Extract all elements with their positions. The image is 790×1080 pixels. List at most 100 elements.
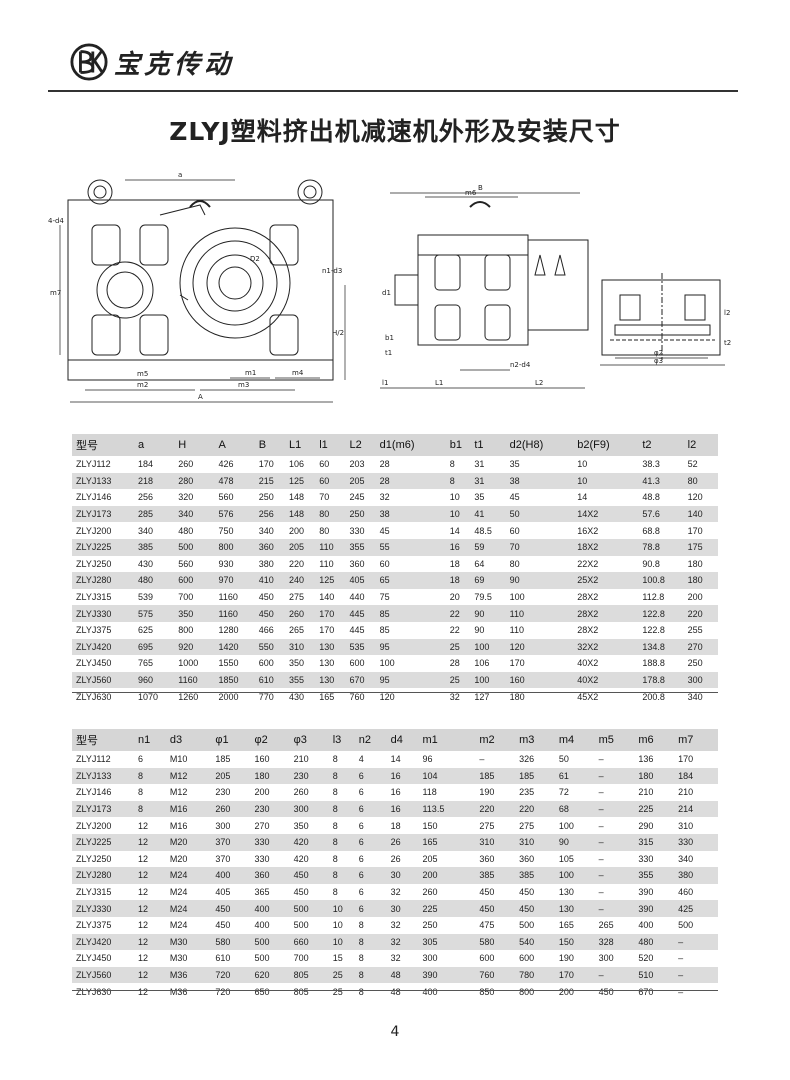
value-cell: 250 — [422, 920, 438, 931]
value-cell: 225 — [422, 900, 480, 917]
value-cell: 650 — [254, 986, 270, 997]
value-cell: 275 — [479, 820, 495, 831]
value-cell: 180 — [509, 691, 525, 702]
value-cell: 450 — [519, 900, 559, 917]
value-cell: 330 — [678, 833, 718, 851]
value-cell: 175 — [687, 538, 718, 556]
table-2-bottom-rule — [72, 990, 718, 991]
value-cell: – — [598, 800, 639, 818]
label-B: B — [478, 184, 483, 192]
value-cell: 270 — [687, 638, 718, 656]
value-cell: 188.8 — [642, 658, 665, 669]
value-cell: 32 — [449, 691, 460, 702]
col-header: 型号 — [72, 729, 138, 751]
value-cell: 10 — [332, 920, 343, 931]
value-cell: – — [598, 787, 604, 798]
value-cell: 110 — [319, 558, 334, 569]
value-cell: 127 — [474, 691, 490, 702]
value-cell: 85 — [379, 605, 450, 622]
value-cell: 805 — [293, 986, 309, 997]
value-cell: 8 — [358, 986, 364, 997]
value-cell: 10 — [449, 505, 475, 523]
value-cell: 390 — [422, 966, 480, 984]
value-cell: 125 — [319, 572, 350, 589]
value-cell: 185 — [479, 767, 520, 785]
value-cell: 6 — [358, 867, 391, 884]
value-cell: 720 — [215, 966, 255, 984]
value-cell: 22 — [449, 625, 460, 636]
value-cell: 160 — [509, 671, 578, 689]
model-cell: ZLYJ200 — [76, 525, 112, 536]
value-cell: 670 — [638, 986, 654, 997]
value-cell: 576 — [218, 505, 259, 523]
value-cell: 400 — [254, 900, 294, 917]
col-header: L2 — [349, 434, 380, 456]
model-cell: ZLYJ420 — [72, 933, 138, 951]
value-cell: 85 — [379, 625, 390, 636]
value-cell: 445 — [349, 605, 380, 622]
value-cell: 12 — [138, 966, 170, 984]
value-cell: 770 — [258, 691, 274, 702]
value-cell: 300 — [293, 800, 333, 818]
value-cell: 16 — [390, 800, 423, 818]
model-cell: ZLYJ250 — [76, 558, 112, 569]
value-cell: 22X2 — [577, 558, 599, 569]
value-cell: 230 — [254, 800, 294, 818]
value-cell: 136 — [638, 754, 654, 765]
label-m1: m1 — [245, 369, 256, 377]
value-cell: 256 — [138, 492, 154, 503]
value-cell: 6 — [358, 787, 364, 798]
value-cell: 70 — [509, 538, 578, 556]
value-cell: 16 — [449, 538, 475, 556]
col-header: φ2 — [254, 729, 294, 751]
value-cell: 315 — [638, 833, 679, 851]
brand-name: 宝克传动 — [114, 49, 235, 80]
value-cell: 25 — [449, 638, 475, 656]
value-cell: M10 — [169, 754, 188, 765]
value-cell: 12 — [138, 953, 149, 964]
value-cell: 575 — [138, 605, 179, 622]
value-cell: 310 — [519, 833, 559, 851]
value-cell: 6 — [358, 767, 391, 785]
value-cell: 260 — [422, 887, 438, 898]
value-cell: 31 — [474, 459, 485, 470]
value-cell: 280 — [178, 472, 219, 490]
label-L1: L1 — [435, 379, 443, 387]
value-cell: 760 — [479, 966, 520, 984]
value-cell: 170 — [319, 605, 350, 622]
value-cell: 500 — [293, 900, 333, 917]
value-cell: 800 — [178, 625, 194, 636]
value-cell: 15 — [332, 953, 343, 964]
value-cell: 200 — [558, 986, 574, 997]
col-header: n1 — [138, 729, 170, 751]
value-cell: 260 — [178, 459, 194, 470]
value-cell: 170 — [687, 525, 703, 536]
value-cell: 130 — [319, 658, 335, 669]
model-cell: ZLYJ375 — [76, 625, 112, 636]
value-cell: 90 — [558, 833, 599, 851]
model-cell: ZLYJ315 — [76, 592, 112, 603]
label-m5: m5 — [137, 370, 148, 378]
value-cell: 26 — [390, 833, 423, 851]
value-cell: 25 — [332, 986, 343, 997]
label-m4: m4 — [292, 369, 304, 377]
value-cell: 200 — [422, 867, 480, 884]
value-cell: 148 — [289, 492, 305, 503]
value-cell: 610 — [215, 953, 231, 964]
value-cell: 22 — [449, 605, 475, 622]
value-cell: 230 — [293, 767, 333, 785]
value-cell: 57.6 — [642, 505, 688, 523]
value-cell: 80 — [509, 558, 520, 569]
value-cell: 340 — [258, 525, 274, 536]
value-cell: 205 — [422, 853, 438, 864]
value-cell: 60 — [319, 472, 350, 490]
value-cell: 330 — [349, 525, 365, 536]
label-t1: t1 — [385, 349, 392, 357]
value-cell: M24 — [169, 920, 188, 931]
value-cell: 10 — [332, 933, 359, 951]
